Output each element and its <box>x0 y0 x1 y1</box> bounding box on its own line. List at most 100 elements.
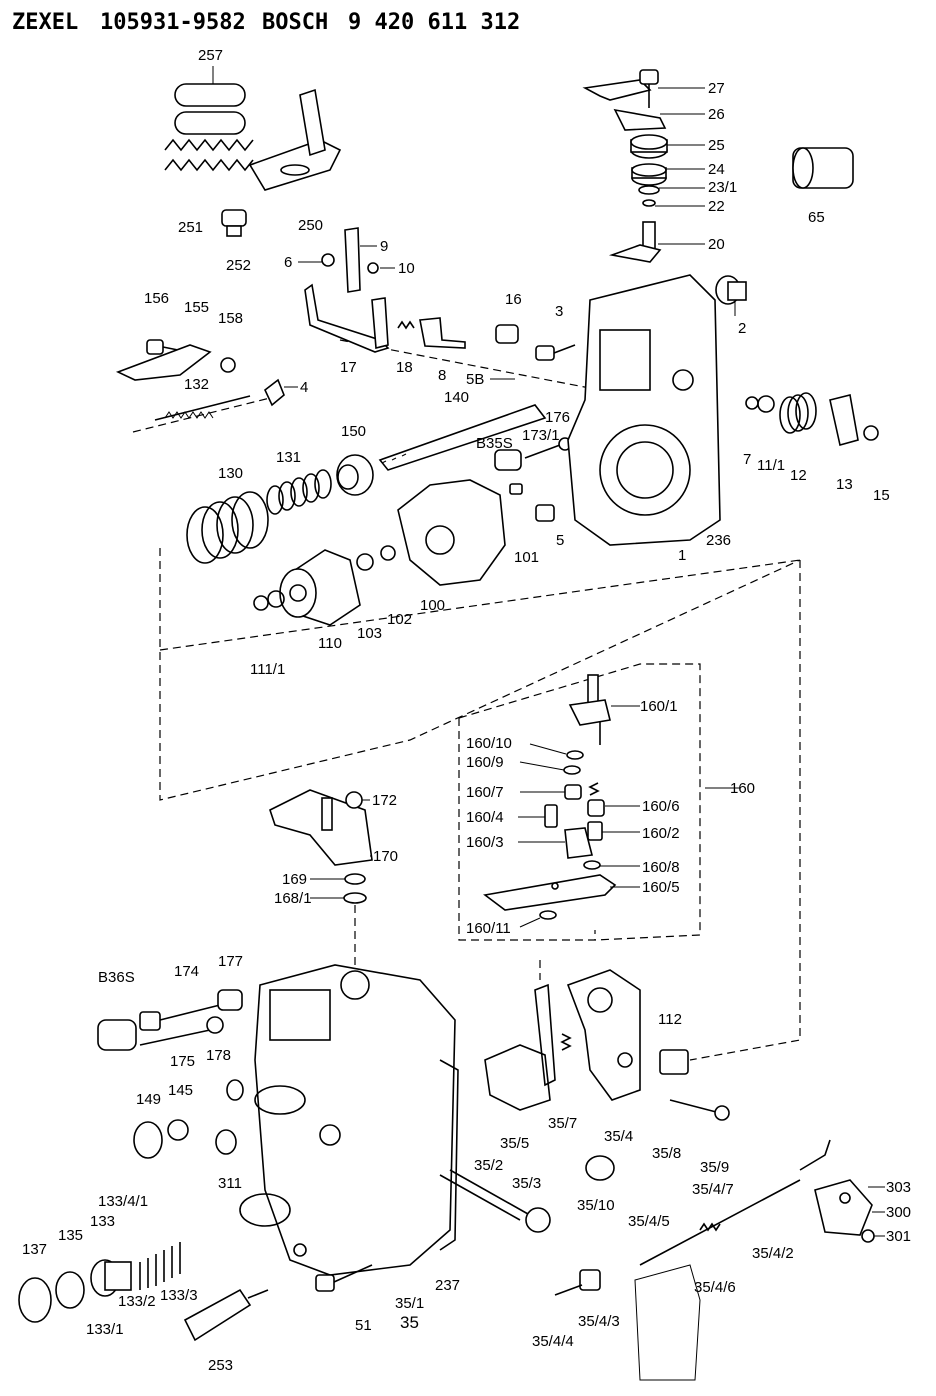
label-133-3: 133/3 <box>160 1287 198 1304</box>
part-labels: 257 251 250 252 27 26 25 24 23/1 22 20 6… <box>22 47 911 1374</box>
label-236: 236 <box>706 532 731 549</box>
part-178-nut <box>206 1016 224 1034</box>
label-135: 135 <box>58 1227 83 1244</box>
label-35-4: 35/4 <box>604 1128 633 1145</box>
label-35-4-6: 35/4/6 <box>694 1279 736 1296</box>
part-35-7-spring <box>560 1033 572 1051</box>
label-65: 65 <box>808 209 825 226</box>
label-160-3: 160/3 <box>466 834 504 851</box>
label-17: 17 <box>340 359 357 376</box>
header-brand-zexel: ZEXEL <box>12 10 79 35</box>
part-24-nut <box>631 163 667 186</box>
label-112: 112 <box>658 1011 682 1028</box>
label-140: 140 <box>444 389 469 406</box>
part-135-piston <box>55 1271 85 1309</box>
label-35-1: 35/1 <box>395 1295 424 1312</box>
part-251-springs <box>164 138 254 172</box>
part-23-1-oring <box>638 185 660 195</box>
label-160-8: 160/8 <box>642 859 680 876</box>
label-160-6: 160/6 <box>642 798 680 815</box>
label-252: 252 <box>226 257 251 274</box>
label-102: 102 <box>387 611 412 628</box>
part-6-washer <box>321 253 335 267</box>
part-131-spring <box>266 469 332 515</box>
label-35: 35 <box>400 1313 419 1332</box>
label-8: 8 <box>438 367 446 384</box>
label-133: 133 <box>90 1213 115 1230</box>
part-102-washer <box>380 545 396 561</box>
part-oring-near-311 <box>226 1079 244 1101</box>
part-5-screw <box>535 504 555 522</box>
label-300: 300 <box>886 1204 911 1221</box>
label-158: 158 <box>218 310 243 327</box>
part-257-pins <box>174 83 246 135</box>
label-137: 137 <box>22 1241 47 1258</box>
label-12: 12 <box>790 467 807 484</box>
label-160-10: 160/10 <box>466 735 512 752</box>
label-250: 250 <box>298 217 323 234</box>
part-b36s-sleeve <box>97 1019 137 1051</box>
label-35-4-2: 35/4/2 <box>752 1245 794 1262</box>
label-16: 16 <box>505 291 522 308</box>
part-101-key <box>509 483 523 495</box>
part-20-shaft <box>608 221 662 263</box>
label-35-4-5: 35/4/5 <box>628 1213 670 1230</box>
part-2-plug <box>715 275 747 305</box>
part-132-rod <box>154 395 251 421</box>
part-cover-outline <box>634 1264 701 1381</box>
label-253: 253 <box>208 1357 233 1374</box>
label-18: 18 <box>396 359 413 376</box>
label-172: 172 <box>372 792 397 809</box>
header-zexel-part-number: 105931-9582 <box>100 10 246 35</box>
label-b36s: B36S <box>98 969 135 986</box>
part-150-cup <box>336 454 374 496</box>
label-160-7: 160/7 <box>466 784 504 801</box>
label-7: 7 <box>743 451 751 468</box>
part-4-clip <box>264 378 285 407</box>
label-160-2: 160/2 <box>642 825 680 842</box>
part-65-sleeve <box>792 147 854 189</box>
part-160-4-pin <box>544 804 558 828</box>
label-9: 9 <box>380 238 388 255</box>
label-35-3: 35/3 <box>512 1175 541 1192</box>
part-160-10-clip <box>566 750 584 760</box>
part-51-screw <box>315 1264 373 1292</box>
part-175-bolt <box>139 1029 211 1046</box>
label-22: 22 <box>708 198 725 215</box>
label-111-1: 111/1 <box>250 661 285 678</box>
part-145-nut <box>167 1119 189 1141</box>
label-133-4-1: 133/4/1 <box>98 1193 148 1210</box>
label-168-1: 168/1 <box>274 890 312 907</box>
part-10-screw <box>367 262 379 274</box>
label-5: 5 <box>556 532 564 549</box>
part-100-flyweight-carrier <box>397 479 506 586</box>
label-13: 13 <box>836 476 853 493</box>
part-133-cylinder <box>90 1259 132 1297</box>
part-3-screw <box>535 344 576 361</box>
label-11-1: 11/1 <box>757 457 785 474</box>
part-112-block <box>659 1049 689 1075</box>
label-35-2: 35/2 <box>474 1157 503 1174</box>
label-23-1: 23/1 <box>708 179 737 196</box>
label-160-9: 160/9 <box>466 754 504 771</box>
part-155-lever <box>115 344 212 381</box>
label-20: 20 <box>708 236 725 253</box>
part-35-5-bracket <box>484 983 556 1111</box>
part-250-bracket <box>248 88 342 191</box>
part-35-2-shaft <box>439 1169 529 1221</box>
label-2: 2 <box>738 320 746 337</box>
part-169-washer <box>344 873 366 885</box>
label-178: 178 <box>206 1047 231 1064</box>
part-130-spring <box>186 491 269 564</box>
label-173-1: 173/1 <box>522 427 560 444</box>
part-17-lever <box>304 283 390 353</box>
label-174: 174 <box>174 963 199 980</box>
part-160-6-spring <box>587 782 605 817</box>
label-301: 301 <box>886 1228 911 1245</box>
part-160-2-link <box>587 821 603 841</box>
label-35-4-7: 35/4/7 <box>692 1181 734 1198</box>
label-160-4: 160/4 <box>466 809 504 826</box>
label-133-1: 133/1 <box>86 1321 124 1338</box>
part-158-nut <box>220 357 236 373</box>
part-103-ring <box>356 553 374 571</box>
